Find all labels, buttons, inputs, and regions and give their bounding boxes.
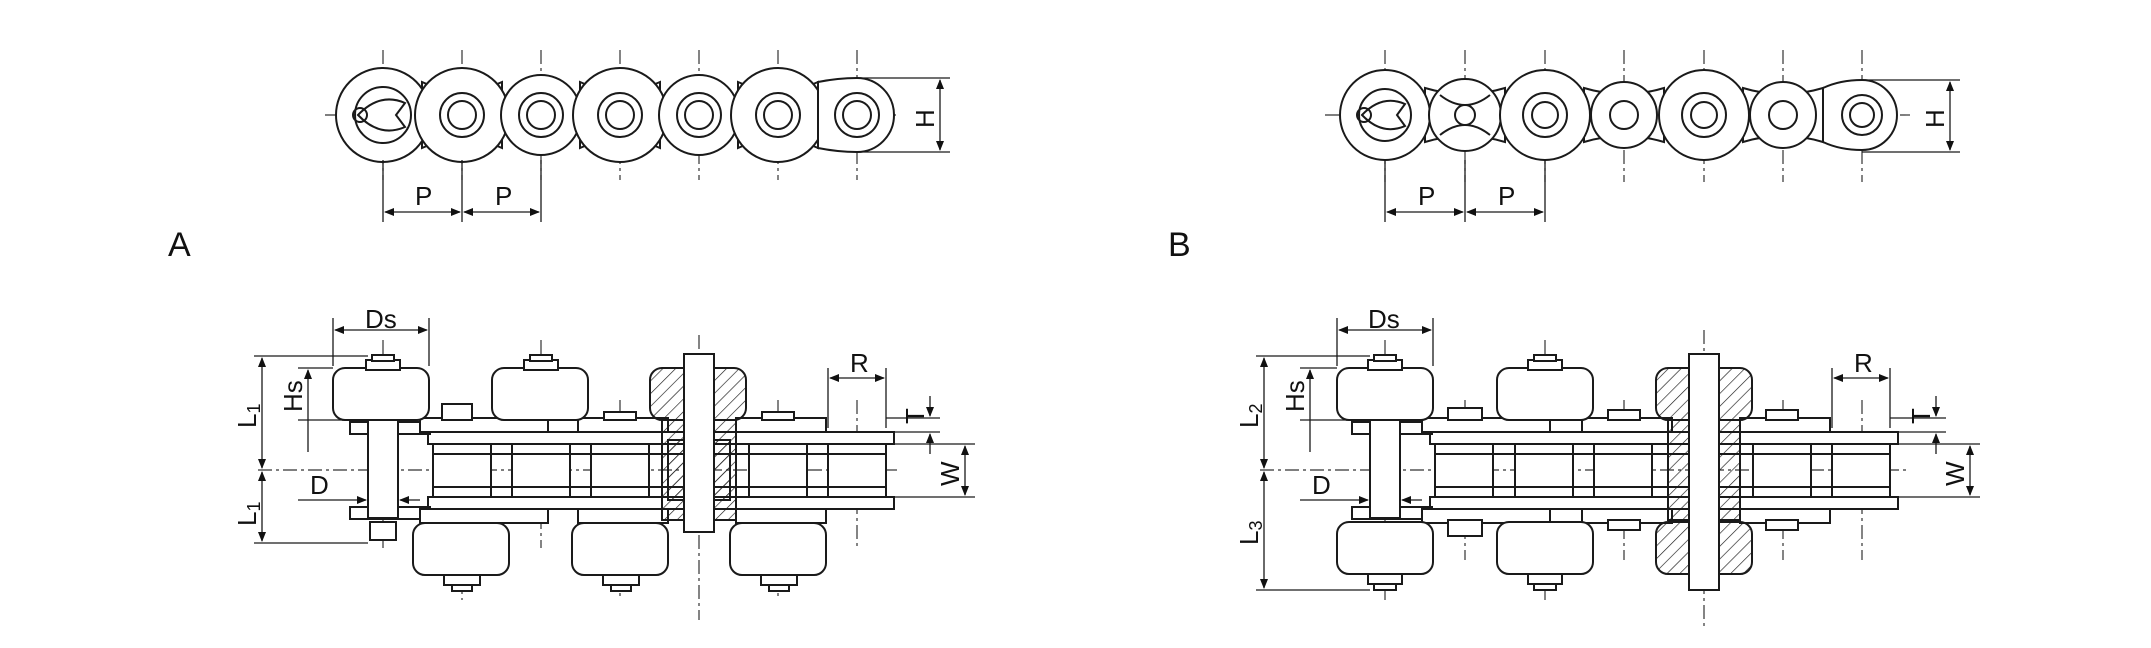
variant-a-top-view: H P P xyxy=(325,50,950,222)
roller xyxy=(1499,69,1591,161)
variant-b-side-view: Ds Hs L2 L3 D R T W xyxy=(1234,304,1980,630)
variant-a-side-view: Ds Hs L1 L1 D R T W xyxy=(232,304,975,620)
shoulder-roller xyxy=(1336,521,1434,591)
roller xyxy=(1658,69,1750,161)
height-dimension: H xyxy=(857,77,950,153)
thickness-label: T xyxy=(900,408,930,424)
radius-label: R xyxy=(850,348,869,378)
shoulder-height-label: Hs xyxy=(1280,380,1310,412)
roller xyxy=(414,67,510,163)
shoulder-dia-label: Ds xyxy=(365,304,397,334)
variant-a-label: A xyxy=(168,226,191,264)
roller xyxy=(730,67,826,163)
length-1-label: L xyxy=(232,414,262,428)
pitch-dimension: P P xyxy=(1384,160,1546,222)
svg-text:L1: L1 xyxy=(232,404,264,428)
roller xyxy=(658,74,740,156)
height-label: H xyxy=(910,109,940,128)
length-3-label: L xyxy=(1234,531,1264,545)
length-1-label: L xyxy=(232,512,262,526)
pitch-label: P xyxy=(495,181,512,211)
width-label: W xyxy=(935,461,965,486)
length-2-label: L xyxy=(1234,414,1264,428)
roller xyxy=(572,67,668,163)
end-roller xyxy=(817,76,895,154)
shoulder-roller xyxy=(412,522,510,592)
svg-text:L2: L2 xyxy=(1234,404,1266,428)
pitch-dimension: P P xyxy=(382,160,542,222)
width-label: W xyxy=(1940,461,1970,486)
shoulder-dia-label: Ds xyxy=(1368,304,1400,334)
roller-dia-label: D xyxy=(310,470,329,500)
roller xyxy=(1590,81,1658,149)
pitch-label: P xyxy=(1418,181,1435,211)
variant-b-top-view: H P P xyxy=(1325,50,1960,222)
shoulder-roller xyxy=(1496,521,1594,591)
sectioned-pin xyxy=(661,353,737,533)
shoulder-roller xyxy=(729,522,827,592)
shoulder-height-label: Hs xyxy=(278,380,308,412)
roller-dia-label: D xyxy=(1312,470,1331,500)
pitch-label: P xyxy=(1498,181,1515,211)
thickness-label: T xyxy=(1906,408,1936,424)
svg-text:L1: L1 xyxy=(232,502,264,526)
end-roller xyxy=(1822,78,1898,152)
sectioned-pin xyxy=(1667,353,1741,591)
length-1-subscript: 1 xyxy=(244,404,264,414)
spring-clip xyxy=(1428,78,1502,152)
variant-b-label: B xyxy=(1168,226,1191,264)
shoulder-roller xyxy=(332,354,430,421)
svg-text:L3: L3 xyxy=(1234,521,1266,545)
length-3-subscript: 3 xyxy=(1246,521,1266,531)
radius-label: R xyxy=(1854,348,1873,378)
length-2-subscript: 2 xyxy=(1246,404,1266,414)
shoulder-roller xyxy=(1336,354,1434,421)
shoulder-roller xyxy=(491,354,589,421)
height-label: H xyxy=(1920,109,1950,128)
height-dimension: H xyxy=(1862,79,1960,153)
shoulder-roller xyxy=(1496,354,1594,421)
spring-clip xyxy=(1339,69,1431,161)
shoulder-roller xyxy=(571,522,669,592)
roller xyxy=(1749,81,1817,149)
length-1-subscript: 1 xyxy=(244,502,264,512)
roller xyxy=(500,74,582,156)
pitch-label: P xyxy=(415,181,432,211)
